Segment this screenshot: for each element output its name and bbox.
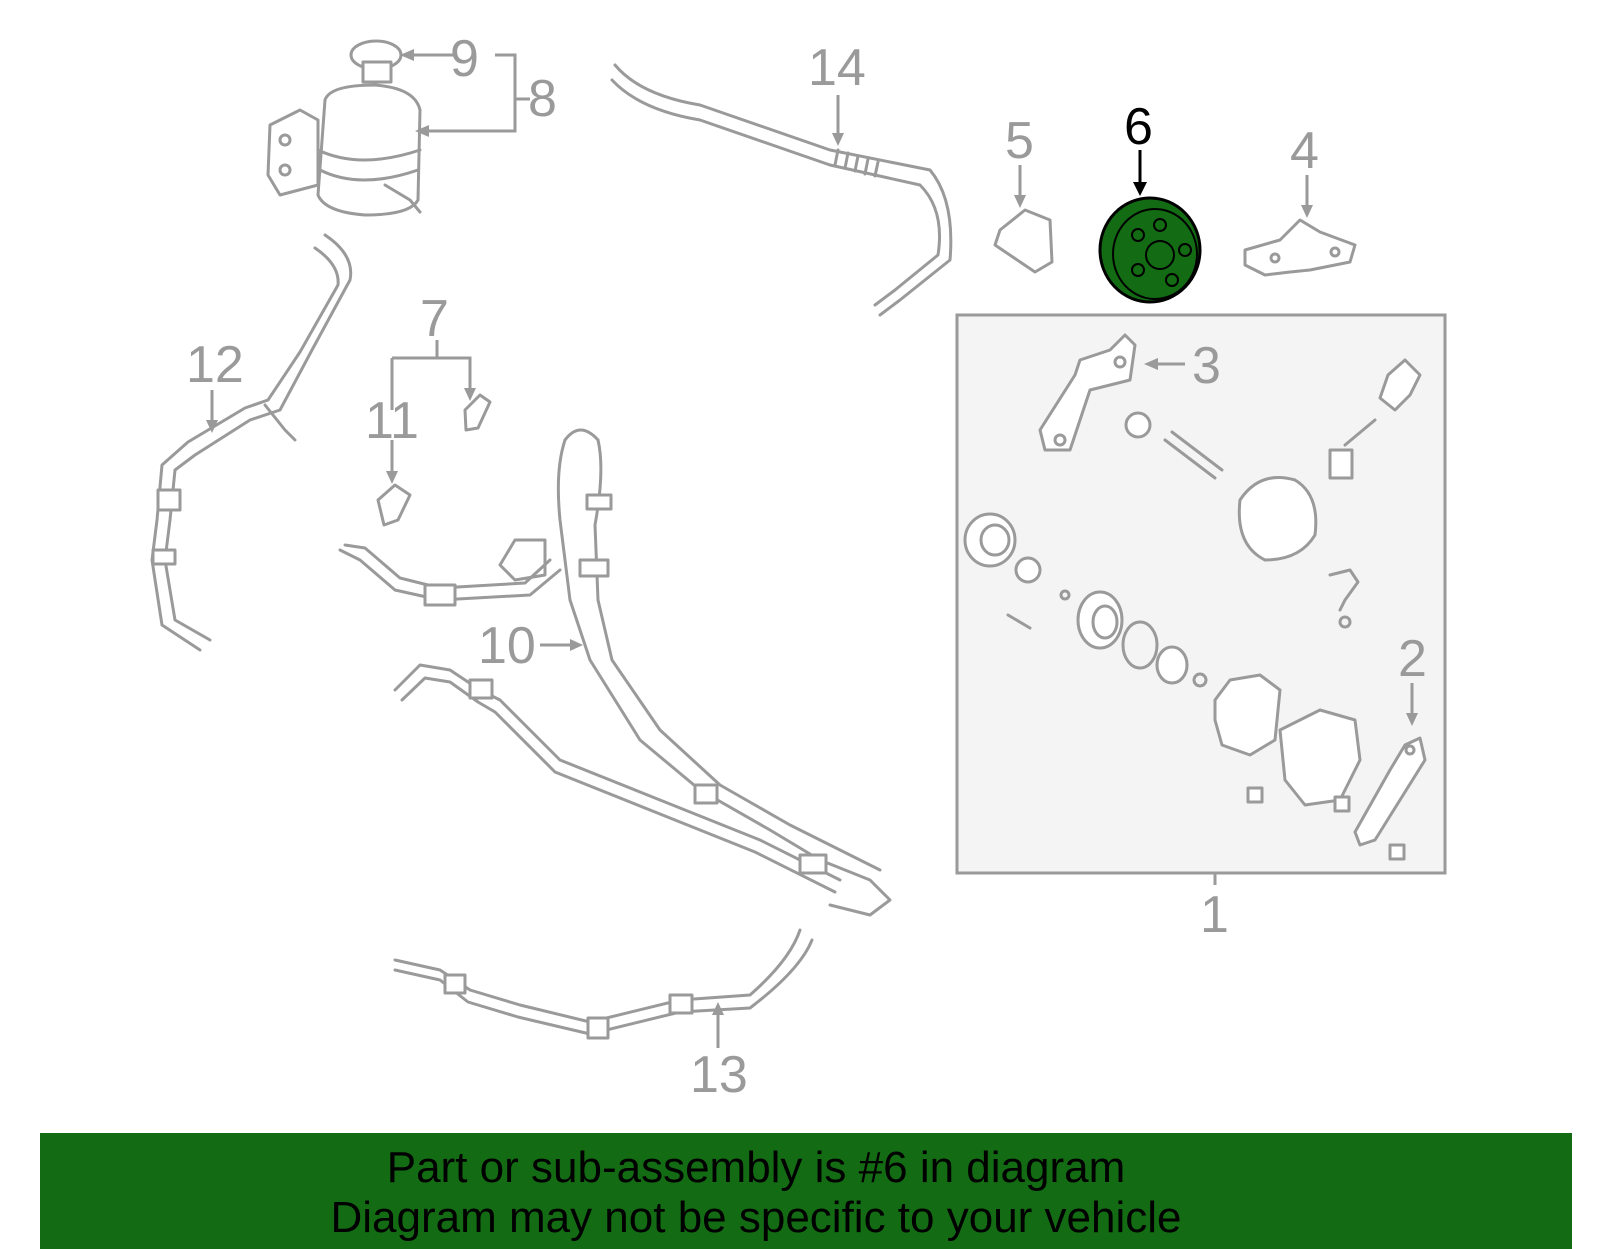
part-7-fitting[interactable]: [463, 393, 492, 432]
callout-9: 9: [450, 30, 479, 88]
part-4-bracket[interactable]: [1243, 218, 1357, 277]
callout-10: 10: [478, 617, 536, 675]
callout-6: 6: [1124, 98, 1153, 156]
callout-14: 14: [808, 39, 866, 97]
banner-line-1: Part or sub-assembly is #6 in diagram: [386, 1143, 1126, 1192]
callout-13: 13: [690, 1046, 748, 1104]
callout-7: 7: [420, 290, 449, 348]
callout-11: 11: [365, 392, 419, 450]
callout-5: 5: [1005, 112, 1034, 170]
callout-12: 12: [186, 336, 244, 394]
pump-internal-parts: [963, 358, 1422, 813]
part-6-pulley-highlighted[interactable]: [1098, 196, 1202, 304]
part-13-hose[interactable]: [393, 663, 842, 1040]
part-9-reservoir-cap[interactable]: [349, 39, 403, 84]
part-2-bracket[interactable]: [1353, 736, 1427, 861]
part-14-return-hose[interactable]: [610, 63, 953, 317]
banner-line-2: Diagram may not be specific to your vehi…: [330, 1193, 1182, 1242]
callout-2: 2: [1398, 630, 1427, 688]
info-banner: Part or sub-assembly is #6 in diagram Di…: [40, 1133, 1572, 1249]
callout-1: 1: [1200, 886, 1229, 944]
pump-assembly-box: [955, 313, 1447, 875]
part-10-pressure-hose[interactable]: [338, 428, 892, 917]
leader-lines: [206, 49, 1418, 1048]
callout-4: 4: [1290, 122, 1319, 180]
part-12-hose[interactable]: [150, 233, 353, 652]
part-3-bracket[interactable]: [1038, 333, 1137, 452]
callout-3: 3: [1192, 337, 1221, 395]
callout-8: 8: [528, 70, 557, 128]
part-5-bracket[interactable]: [993, 208, 1054, 274]
part-8-reservoir[interactable]: [266, 83, 422, 217]
part-11-fitting[interactable]: [376, 483, 412, 527]
